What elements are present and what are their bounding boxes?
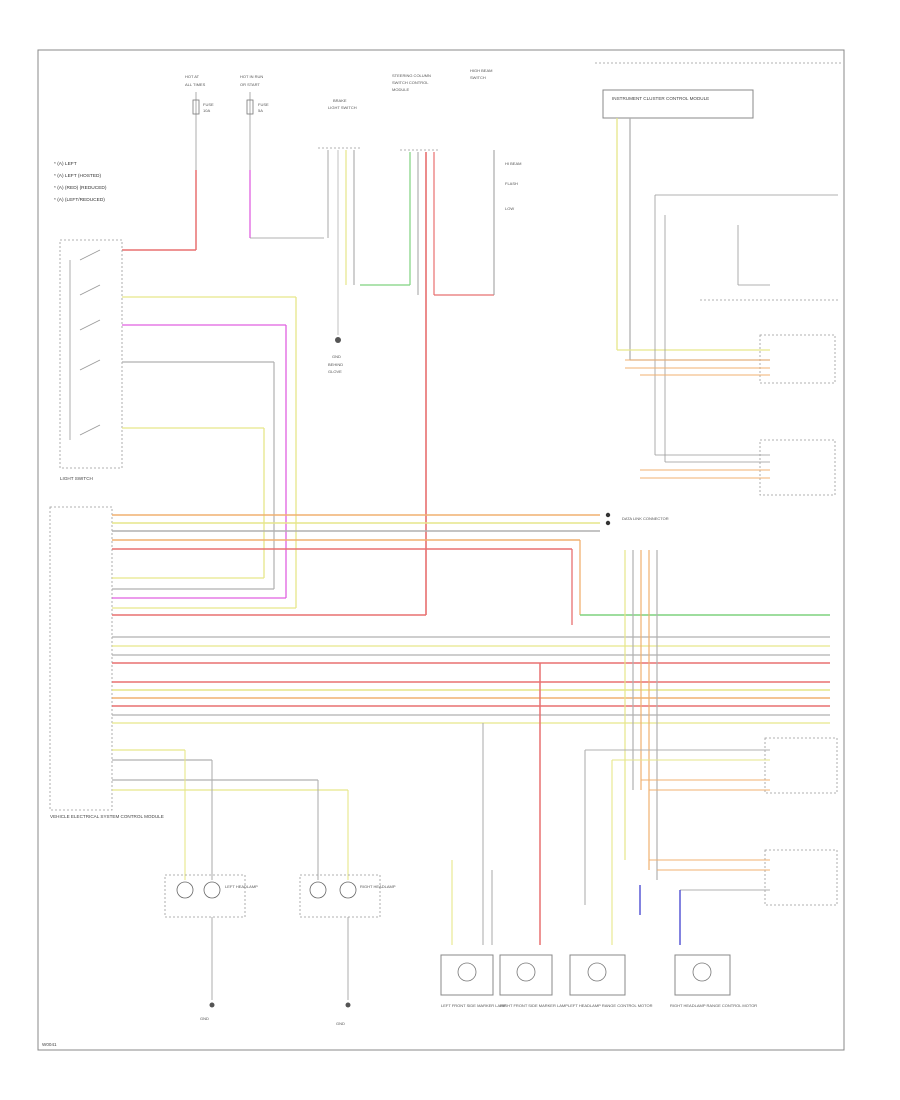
- headlamp-flash-switch: HIGH BEAM SWITCH HI BEAM FLASH LOW: [470, 68, 521, 295]
- svg-text:5A: 5A: [258, 108, 263, 113]
- right-front-marker-lamp: RIGHT FRONT SIDE MARKER LAMP: [499, 954, 568, 1008]
- svg-text:HIGH BEAM: HIGH BEAM: [470, 68, 492, 73]
- instrument-cluster: INSTRUMENT CLUSTER CONTROL MODULE: [602, 89, 840, 463]
- note-1: * (A) LEFT: [54, 161, 77, 167]
- diagram-frame: [37, 49, 845, 1051]
- svg-text:HOT AT: HOT AT: [185, 74, 200, 79]
- vehicle-module-label: VEHICLE ELECTRICAL SYSTEM CONTROL MODULE: [50, 814, 164, 819]
- svg-text:FUSE: FUSE: [258, 102, 269, 107]
- svg-text:GND: GND: [332, 354, 341, 359]
- light-switch-label: LIGHT SWITCH: [60, 476, 93, 481]
- right-range-motor: RIGHT HEADLAMP RANGE CONTROL MOTOR: [670, 954, 757, 1008]
- left-range-motor: LEFT HEADLAMP RANGE CONTROL MOTOR: [568, 954, 653, 1008]
- fuse-left: HOT AT ALL TIMES FUSE 10A: [122, 74, 214, 251]
- brake-switch: BRAKE LIGHT SWITCH GND BEHIND GLOVE: [318, 98, 362, 374]
- left-headlamp-label: LEFT HEADLAMP: [225, 884, 258, 889]
- data-link-label: DATA LINK CONNECTOR: [622, 516, 669, 521]
- svg-text:STEERING COLUMN: STEERING COLUMN: [392, 73, 431, 78]
- vehicle-control-module: VEHICLE ELECTRICAL SYSTEM CONTROL MODULE: [49, 506, 164, 819]
- left-front-lamp-label: LEFT FRONT SIDE MARKER LAMP: [441, 1003, 507, 1008]
- svg-text:HI BEAM: HI BEAM: [505, 161, 521, 166]
- note-2: * (A) LEFT (HOSTED): [54, 173, 101, 179]
- svg-text:GND: GND: [200, 1016, 209, 1021]
- footer-code: W0041: [42, 1042, 57, 1047]
- svg-text:GND: GND: [336, 1021, 345, 1026]
- svg-text:BEHIND: BEHIND: [328, 362, 343, 367]
- right-headlamp: RIGHT HEADLAMP GND: [299, 780, 396, 1026]
- notes-legend: * (A) LEFT * (A) LEFT (HOSTED) * (A) (RE…: [54, 161, 107, 203]
- fuse-right: HOT IN RUN OR START FUSE 5A: [240, 74, 324, 239]
- harness-lines: [112, 514, 830, 791]
- right-front-lamp-label: RIGHT FRONT SIDE MARKER LAMP: [500, 1003, 568, 1008]
- svg-text:ALL TIMES: ALL TIMES: [185, 82, 206, 87]
- steering-connector: STEERING COLUMN SWITCH CONTROL MODULE: [360, 73, 494, 615]
- left-motor-label: LEFT HEADLAMP RANGE CONTROL MOTOR: [568, 1003, 653, 1008]
- note-4: * (A) (LEFT/REDUCED): [54, 197, 105, 203]
- data-link-connector: DATA LINK CONNECTOR: [605, 512, 669, 880]
- right-headlamp-label: RIGHT HEADLAMP: [360, 884, 396, 889]
- svg-text:HOT IN RUN: HOT IN RUN: [240, 74, 263, 79]
- svg-text:GLOVE: GLOVE: [328, 369, 342, 374]
- marker-feeds: [451, 663, 541, 945]
- right-side-modules: [584, 334, 838, 945]
- instrument-cluster-label: INSTRUMENT CLUSTER CONTROL MODULE: [612, 96, 709, 101]
- svg-text:OR START: OR START: [240, 82, 260, 87]
- right-motor-label: RIGHT HEADLAMP RANGE CONTROL MOTOR: [670, 1003, 757, 1008]
- svg-text:FLASH: FLASH: [505, 181, 518, 186]
- svg-text:BRAKE: BRAKE: [333, 98, 347, 103]
- svg-text:FUSE: FUSE: [203, 102, 214, 107]
- svg-text:LOW: LOW: [505, 206, 514, 211]
- svg-text:10A: 10A: [203, 108, 210, 113]
- left-front-marker-lamp: LEFT FRONT SIDE MARKER LAMP: [440, 954, 507, 1008]
- svg-text:MODULE: MODULE: [392, 87, 409, 92]
- light-switch: LIGHT SWITCH: [59, 239, 297, 608]
- left-headlamp: LEFT HEADLAMP GND: [164, 750, 258, 1021]
- svg-text:SWITCH CONTROL: SWITCH CONTROL: [392, 80, 429, 85]
- note-3: * (A) (RED) (REDUCED): [54, 185, 107, 191]
- svg-text:SWITCH: SWITCH: [470, 75, 486, 80]
- svg-text:LIGHT SWITCH: LIGHT SWITCH: [328, 105, 357, 110]
